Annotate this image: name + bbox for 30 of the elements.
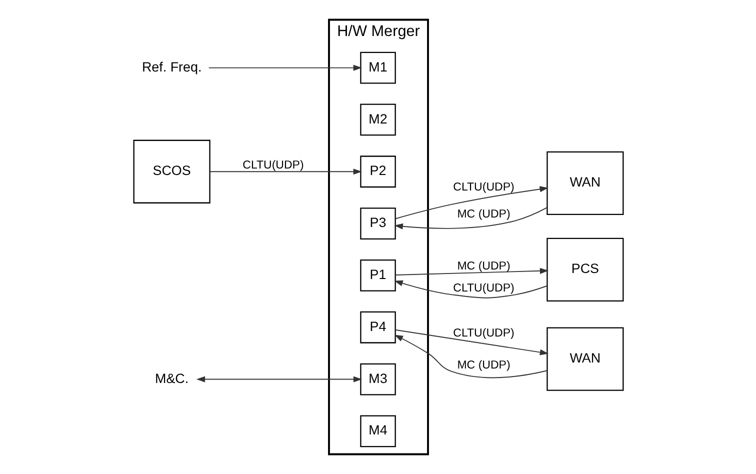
arrow (394, 329, 548, 356)
edge-label: CLTU(UDP) (452, 181, 514, 194)
arrow (208, 64, 362, 71)
node-box: P1 (360, 260, 396, 292)
arrow (394, 334, 548, 378)
edge-label: MC (UDP) (456, 208, 510, 220)
node-box: WAN (546, 327, 624, 391)
edge-label: CLTU(UDP) (452, 282, 514, 294)
edge-label: CLTU(UDP) (242, 159, 304, 172)
arrow (394, 268, 548, 276)
node-box: M1 (360, 52, 396, 84)
node-box: WAN (546, 151, 624, 215)
arrow (394, 186, 548, 220)
arrow (394, 280, 548, 298)
node-box: M2 (360, 104, 396, 136)
arrow (394, 207, 548, 230)
edge-label: CLTU(UDP) (452, 328, 514, 340)
node-text: M&C. (154, 370, 188, 386)
node-box: PCS (546, 238, 624, 302)
edge-label: MC (UDP) (456, 359, 510, 372)
node-box: P4 (360, 311, 396, 344)
node-box: M4 (360, 415, 396, 448)
node-box: SCOS (132, 140, 210, 204)
node-box: P2 (360, 156, 396, 188)
node-box: P3 (360, 208, 396, 240)
arrow (209, 168, 362, 175)
edge-label: MC (UDP) (456, 260, 510, 272)
node-text: Ref. Freq. (141, 59, 202, 74)
arrow (196, 376, 362, 382)
node-box: M3 (360, 363, 396, 396)
